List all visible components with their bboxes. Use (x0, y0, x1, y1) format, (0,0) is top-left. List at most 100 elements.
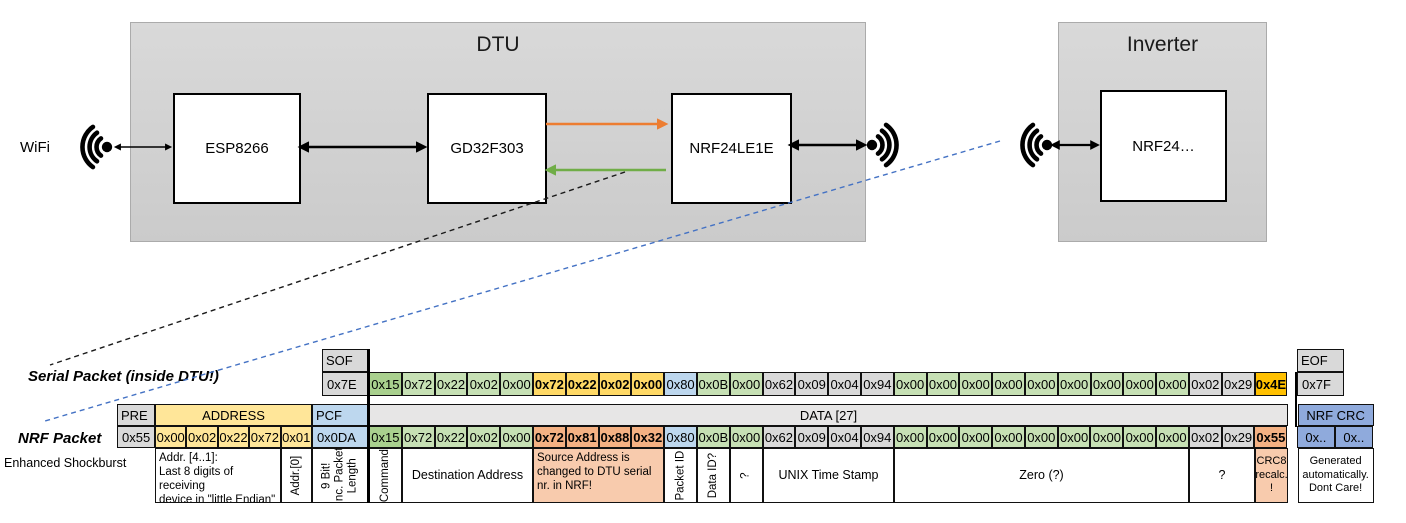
eof-header: EOF (1297, 349, 1344, 372)
serial-byte-cell: 0x00 (992, 372, 1025, 396)
serial-byte-cell: 0x09 (795, 372, 829, 396)
nrf-field-header: DATA [27] (369, 404, 1288, 426)
annotation-text: Addr.[0] (289, 455, 302, 496)
annotation-text: Source Address is changed to DTU serial … (537, 452, 652, 493)
nrf-byte-cell: 0x0B (696, 426, 730, 448)
annotation-cell: Packet ID (664, 448, 697, 503)
serial-byte-cell: 0x00 (631, 372, 665, 396)
serial-byte-cell: 0x80 (664, 372, 697, 396)
wifi-label: WiFi (20, 139, 50, 156)
serial-byte-cell: 0x62 (762, 372, 796, 396)
annotation-cell: ? (1189, 448, 1255, 503)
nrf-byte-cell: 0x00 (500, 426, 533, 448)
nrf-field-header: NRF CRC (1297, 404, 1374, 426)
wifi-antenna-icon (82, 127, 112, 167)
nrf-byte-cell: 0x00 (893, 426, 927, 448)
annotation-text: Generated automatically. Dont Care! (1302, 455, 1369, 495)
annotation-text: ? (739, 472, 752, 479)
nrf-byte-cell: 0x29 (1221, 426, 1255, 448)
serial-byte-cell: 0x22 (565, 372, 599, 396)
data-end-divider-line (1295, 372, 1297, 427)
data-start-divider-line (367, 349, 370, 503)
nrf-byte-cell: 0x.. (1334, 426, 1373, 448)
sof-header: SOF (322, 349, 369, 372)
annotation-cell: Data ID? (697, 448, 730, 503)
nrf-byte-cell: 0x02 (1188, 426, 1222, 448)
nrf-byte-cell: 0x32 (631, 426, 665, 448)
annotation-cell: Source Address is changed to DTU serial … (533, 448, 664, 503)
annotation-text: 9 Bit! Inc. Packet Length (320, 448, 360, 503)
nrf-byte-cell: 0x81 (565, 426, 599, 448)
annotation-cell: Command (369, 448, 402, 503)
nrf-byte-cell: 0x80 (664, 426, 697, 448)
serial-byte-cell: 0x72 (401, 372, 435, 396)
annotation-cell: CRC8 recalc. ! (1255, 448, 1288, 503)
nrf-field-header: PRE (117, 404, 155, 426)
serial-byte-cell: 0x04 (828, 372, 861, 396)
annotation-text: UNIX Time Stamp (778, 467, 879, 482)
serial-byte-cell: 0x4E (1254, 372, 1288, 396)
nrf-byte-cell: 0x02 (467, 426, 501, 448)
nrf-byte-cell: 0x00 (992, 426, 1025, 448)
serial-byte-cell: 0x00 (893, 372, 927, 396)
inverter-antenna-icon (1022, 125, 1052, 165)
annotation-cell: Addr. [4..1]: Last 8 digits of receiving… (155, 448, 281, 503)
annotation-text: Destination Address (411, 467, 524, 482)
nrf-byte-cell: 0x72 (249, 426, 281, 448)
serial-byte-cell: 0x0B (696, 372, 730, 396)
nrf-byte-cell: 0x04 (828, 426, 861, 448)
nrf-byte-cell: 0x15 (368, 426, 402, 448)
inverter-title: Inverter (1126, 33, 1199, 56)
nrf-byte-cell: 0x72 (401, 426, 435, 448)
serial-packet-label: Serial Packet (inside DTU!) (28, 368, 219, 385)
serial-byte-cell: 0x00 (926, 372, 960, 396)
serial-byte-cell: 0x00 (959, 372, 993, 396)
serial-byte-cell: 0x94 (860, 372, 894, 396)
nrf-byte-cell: 0x00 (959, 426, 993, 448)
dtu-antenna-icon (867, 125, 897, 165)
annotation-text: Addr. [4..1]: Last 8 digits of receiving… (159, 452, 276, 503)
nrf-byte-cell: 0x22 (434, 426, 468, 448)
serial-byte-cell: 0x02 (598, 372, 632, 396)
nrf-byte-cell: 0x00 (729, 426, 763, 448)
nrf-byte-cell: 0x00 (1090, 426, 1124, 448)
annotation-cell: ? (730, 448, 763, 503)
annotation-cell: Zero (?) (894, 448, 1189, 503)
dtu-title: DTU (476, 33, 520, 56)
nrf-byte-cell: 0x00 (926, 426, 960, 448)
nrf-byte-cell: 0x00 (155, 426, 187, 448)
annotation-cell: Addr.[0] (281, 448, 312, 503)
nrf-byte-cell: 0x22 (217, 426, 250, 448)
serial-byte-cell: 0x00 (1024, 372, 1058, 396)
annotation-text: Packet ID (673, 450, 686, 501)
nrf-byte-cell: 0x00 (1024, 426, 1058, 448)
eof-byte: 0x7F (1297, 372, 1344, 396)
serial-byte-cell: 0x15 (369, 372, 402, 396)
nrf-byte-cell: 0x0DA (311, 426, 369, 448)
nrf-byte-cell: 0x62 (762, 426, 796, 448)
annotation-text: CRC8 recalc. ! (1255, 455, 1288, 495)
annotation-cell: UNIX Time Stamp (763, 448, 894, 503)
inverter-panel: Inverter (1058, 22, 1267, 242)
nrf-byte-cell: 0x00 (1156, 426, 1189, 448)
annotation-cell: 9 Bit! Inc. Packet Length (312, 448, 369, 503)
annotation-text: Zero (?) (1019, 467, 1064, 482)
serial-byte-cell: 0x00 (500, 372, 533, 396)
nrf-annotation-row: Addr. [4..1]: Last 8 digits of receiving… (155, 448, 1374, 503)
serial-byte-cell: 0x00 (1057, 372, 1091, 396)
serial-byte-cell: 0x00 (729, 372, 763, 396)
nrf-byte-cell: 0x55 (1254, 426, 1288, 448)
serial-byte-cell: 0x00 (1090, 372, 1124, 396)
serial-byte-cell: 0x00 (1123, 372, 1157, 396)
nrf-field-header: ADDRESS (155, 404, 312, 426)
annotation-text: Command (378, 448, 391, 503)
node-nrf24le1e: NRF24LE1E (671, 93, 792, 204)
serial-byte-cell: 0x29 (1221, 372, 1255, 396)
serial-byte-cell: 0x02 (467, 372, 501, 396)
node-esp8266: ESP8266 (173, 93, 301, 204)
annotation-cell: Destination Address (402, 448, 533, 503)
